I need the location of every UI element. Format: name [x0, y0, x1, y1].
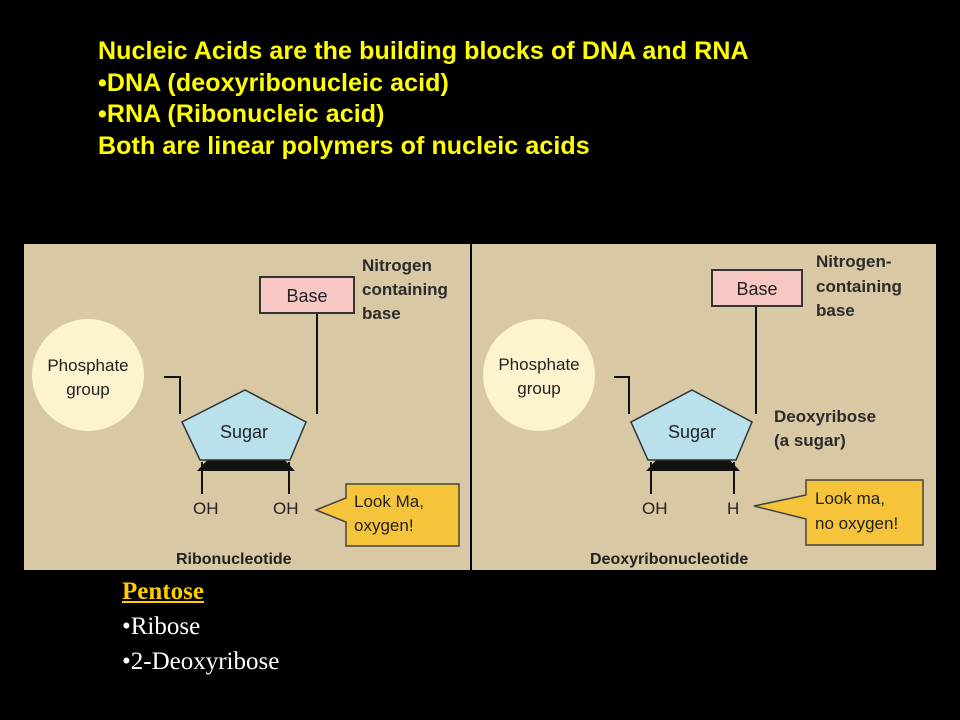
phosphate-circle — [483, 319, 595, 431]
ribonucleotide-panel: Phosphate group Base Nitrogen containing… — [24, 244, 470, 570]
heading-line-2: •DNA (deoxyribonucleic acid) — [98, 68, 449, 97]
base-label: Base — [286, 286, 327, 306]
pentose-item-deoxyribose: •2-Deoxyribose — [122, 648, 280, 675]
phosphate-circle — [32, 319, 144, 431]
phosphate-label-2: group — [517, 379, 560, 398]
callout-bubble — [753, 479, 924, 546]
heading-line-4: Both are linear polymers of nucleic acid… — [98, 131, 590, 160]
deoxyribose-label-1: Deoxyribose — [774, 407, 876, 426]
heading-block: Nucleic Acids are the building blocks of… — [98, 36, 749, 162]
pentose-item-ribose: •Ribose — [122, 613, 201, 640]
oh-left-label: OH — [193, 499, 219, 518]
heading-line-1: Nucleic Acids are the building blocks of… — [98, 37, 749, 65]
deoxyribonucleotide-panel: Phosphate group Base Nitrogen- containin… — [472, 244, 936, 570]
heading-line-3: •RNA (Ribonucleic acid) — [98, 100, 385, 128]
pentose-list: Pentose •Ribose •2-Deoxyribose — [122, 574, 279, 679]
pentose-title: Pentose — [122, 578, 204, 605]
nitrogen-label-2: containing — [816, 277, 902, 296]
phosphate-label-1: Phosphate — [498, 355, 579, 374]
nitrogen-label-3: base — [816, 301, 855, 320]
base-box — [711, 269, 803, 307]
callout-line-1: Look Ma, — [354, 492, 424, 511]
sugar-label: Sugar — [220, 422, 268, 442]
callout-line-2: oxygen! — [354, 516, 414, 535]
phosphate-label-1: Phosphate — [47, 356, 128, 375]
panel-caption: Deoxyribonucleotide — [590, 551, 748, 568]
nitrogen-label-1: Nitrogen- — [816, 252, 892, 271]
oh-left-label: OH — [642, 499, 668, 518]
nitrogen-label-3: base — [362, 304, 401, 323]
base-label: Base — [736, 279, 777, 299]
deoxyribose-label-2: (a sugar) — [774, 431, 846, 450]
callout-line-1: Look ma, — [815, 489, 885, 508]
h-right-label: H — [727, 499, 739, 518]
sugar-pentagon — [630, 389, 753, 461]
oh-right-label: OH — [273, 499, 299, 518]
base-box — [259, 276, 355, 314]
phosphate-label-2: group — [66, 380, 109, 399]
nitrogen-label-2: containing — [362, 280, 448, 299]
callout-line-2: no oxygen! — [815, 514, 898, 533]
sugar-pentagon — [181, 389, 307, 461]
nitrogen-label-1: Nitrogen — [362, 256, 432, 275]
panel-caption: Ribonucleotide — [176, 551, 292, 568]
callout-bubble — [313, 483, 460, 547]
sugar-label: Sugar — [668, 422, 716, 442]
